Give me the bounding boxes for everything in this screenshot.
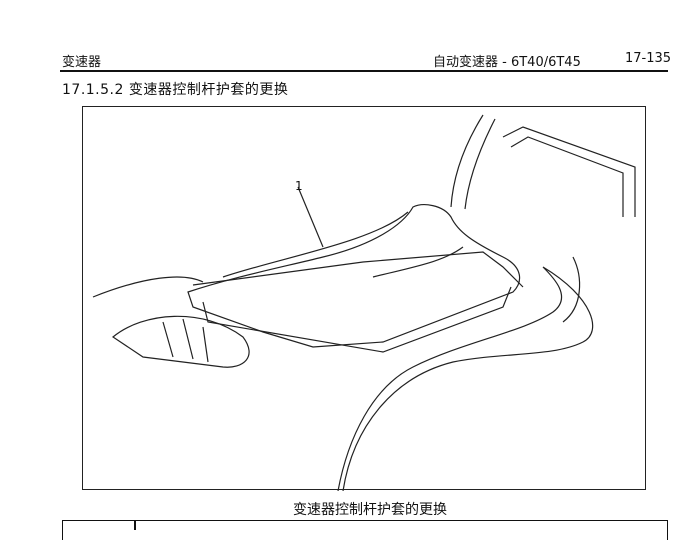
header-section: 自动变速器 - 6T40/6T45 bbox=[433, 55, 581, 70]
shift-boot-drawing bbox=[92, 114, 636, 492]
callout-number: 1 bbox=[295, 179, 303, 193]
table-column-divider bbox=[134, 520, 136, 530]
section-title: 17.1.5.2 变速器控制杆护套的更换 bbox=[62, 82, 289, 98]
header-chapter: 变速器 bbox=[62, 55, 102, 70]
page-number: 17-135 bbox=[625, 51, 672, 66]
header-rule bbox=[60, 70, 668, 72]
figure-illustration: 1 bbox=[82, 106, 646, 492]
procedure-table bbox=[62, 520, 668, 540]
figure-caption: 变速器控制杆护套的更换 bbox=[293, 502, 447, 518]
